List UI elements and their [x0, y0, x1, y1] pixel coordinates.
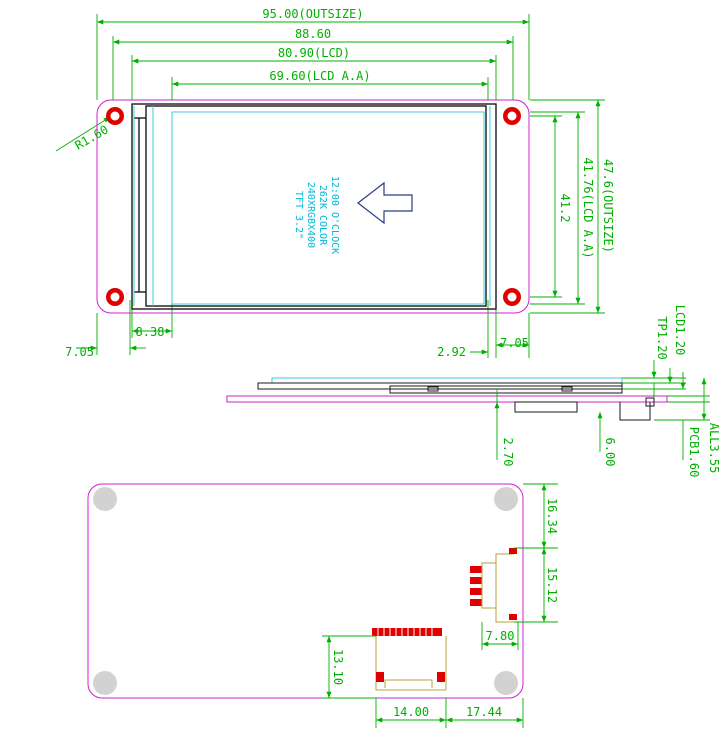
- fpc-connector: [372, 628, 447, 691]
- dim-total-thickness: ALL3.55: [707, 423, 721, 474]
- pcb-outline-top: [96, 99, 530, 314]
- pcb-layer: [226, 395, 668, 403]
- dim-fpc-height: 13.10: [331, 649, 345, 685]
- dim-board-width: 88.60: [295, 27, 331, 41]
- lcd-spec-text: TFT 3.2" 240XRGBX400 262K COLOR 12:00 O'…: [293, 176, 340, 254]
- side-view: LCD1.20 TP1.20 ALL3.55 PCB1.60 2.70 6.00: [226, 305, 721, 478]
- mount-holes-bottom: [93, 487, 518, 695]
- dim-fpc-width: 14.00: [393, 705, 429, 719]
- dim-lcd-width: 80.90(LCD): [278, 46, 350, 60]
- bottom-view: 16.34 15.12 7.80 13.10 14.00 17.44: [87, 483, 559, 728]
- dimension-lines-top: [55, 14, 605, 358]
- mount-holes-top: [106, 107, 521, 306]
- touch-panel-layer: [271, 377, 623, 384]
- dim-side-connector-height: 15.12: [545, 567, 559, 603]
- dim-top-gap: 16.34: [545, 498, 559, 534]
- lcd-glass: [131, 103, 497, 310]
- dim-outsize-height: 47.6(OUTSIZE): [601, 159, 615, 253]
- top-view: TFT 3.2" 240XRGBX400 262K COLOR 12:00 O'…: [55, 7, 615, 359]
- dim-fpc-thickness: 2.70: [501, 438, 515, 467]
- side-connector-pads: [470, 548, 517, 623]
- lcd-spec-line-2: 240XRGBX400: [305, 182, 316, 248]
- dim-aa-right: 2.92: [437, 345, 466, 359]
- lcd-active-area: [171, 111, 485, 305]
- lcd-spec-line-1: TFT 3.2": [293, 191, 304, 239]
- lcd-spec-line-4: 12:00 O'CLOCK: [329, 176, 340, 254]
- dim-right-gap: 17.44: [466, 705, 502, 719]
- dim-tp-thickness: TP1.20: [655, 316, 669, 359]
- dim-aa-left: 8.38: [136, 325, 165, 339]
- dim-active-height: 41.76(LCD A.A): [581, 157, 595, 258]
- dim-active-width: 69.60(LCD A.A): [269, 69, 370, 83]
- dim-right-offset: 7.05: [500, 336, 529, 350]
- dim-inner-height: 41.2: [558, 194, 572, 223]
- dim-side-connector-width: 7.80: [486, 629, 515, 643]
- direction-arrow-icon: [357, 181, 413, 225]
- dim-connector-height: 6.00: [603, 438, 617, 467]
- dim-pcb-thickness: PCB1.60: [687, 427, 701, 478]
- lcd-spec-line-3: 262K COLOR: [317, 185, 328, 246]
- pcb-outline-bottom: [87, 483, 524, 699]
- dim-radius: R1.60: [73, 122, 111, 152]
- dim-left-offset: 7.05: [65, 345, 94, 359]
- dim-outsize-width: 95.00(OUTSIZE): [262, 7, 363, 21]
- lcd-frame: [145, 105, 487, 307]
- dim-lcd-thickness: LCD1.20: [673, 305, 687, 356]
- side-connector: [514, 401, 578, 413]
